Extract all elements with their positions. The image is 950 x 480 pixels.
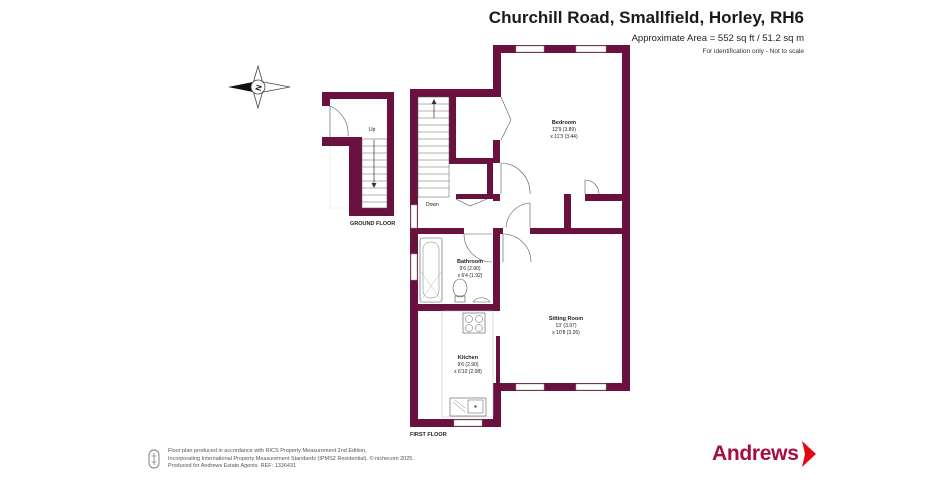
room-name: Kitchen	[458, 355, 479, 361]
room-dim-2: x 11'3 (3.44)	[550, 134, 578, 140]
room-kitchen: Kitchen 9'6 (2.90) x 6'10 (2.08)	[454, 355, 482, 375]
first-floor-stair-label: Down	[426, 202, 439, 208]
ground-floor-label: GROUND FLOOR	[350, 221, 395, 227]
approximate-area: Approximate Area = 552 sq ft / 51.2 sq m	[631, 33, 804, 44]
footnote-line: Produced for Andrews Estate Agents. REF:…	[168, 463, 297, 469]
first-floor-plan: Down Bedroom	[410, 45, 630, 438]
room-bathroom: Bathroom 9'6 (2.90) x 6'4 (1.92)	[457, 259, 483, 279]
room-sitting-room: Sitting Room 13' (3.97) x 10'8 (3.26)	[549, 316, 583, 336]
property-title: Churchill Road, Smallfield, Horley, RH6	[488, 8, 804, 27]
room-dim-1: 13' (3.97)	[556, 323, 577, 329]
footnote-line: Floor plan produced in accordance with R…	[168, 448, 367, 454]
footnote-line: Incorporating International Property Mea…	[168, 455, 414, 462]
measurement-icon	[148, 449, 160, 469]
room-dim-1: 9'6 (2.90)	[460, 266, 481, 272]
room-dim-1: 9'6 (2.90)	[458, 362, 479, 368]
room-dim-2: x 10'8 (3.26)	[552, 330, 580, 336]
room-dim-2: x 6'10 (2.08)	[454, 369, 482, 375]
room-bedroom: Bedroom 12'9 (3.89) x 11'3 (3.44)	[550, 120, 578, 140]
room-dim-2: x 6'4 (1.92)	[458, 273, 483, 279]
room-name: Bathroom	[457, 259, 483, 265]
ground-floor-plan: Up GROUND FLOOR	[322, 92, 395, 227]
compass-icon: N	[228, 64, 291, 110]
room-name: Bedroom	[552, 120, 576, 126]
brand-name: Andrews	[712, 442, 799, 465]
room-name: Sitting Room	[549, 316, 583, 322]
compass-north-letter: N	[254, 84, 264, 92]
room-dim-1: 12'9 (3.89)	[552, 127, 576, 133]
ground-floor-stair-label: Up	[369, 127, 376, 133]
identification-note: For identification only - Not to scale	[702, 48, 804, 55]
footnote: Floor plan produced in accordance with R…	[168, 448, 414, 471]
first-floor-label: FIRST FLOOR	[410, 432, 447, 438]
andrews-logo: Andrews	[712, 441, 816, 467]
brand-arrow-icon	[801, 441, 816, 467]
